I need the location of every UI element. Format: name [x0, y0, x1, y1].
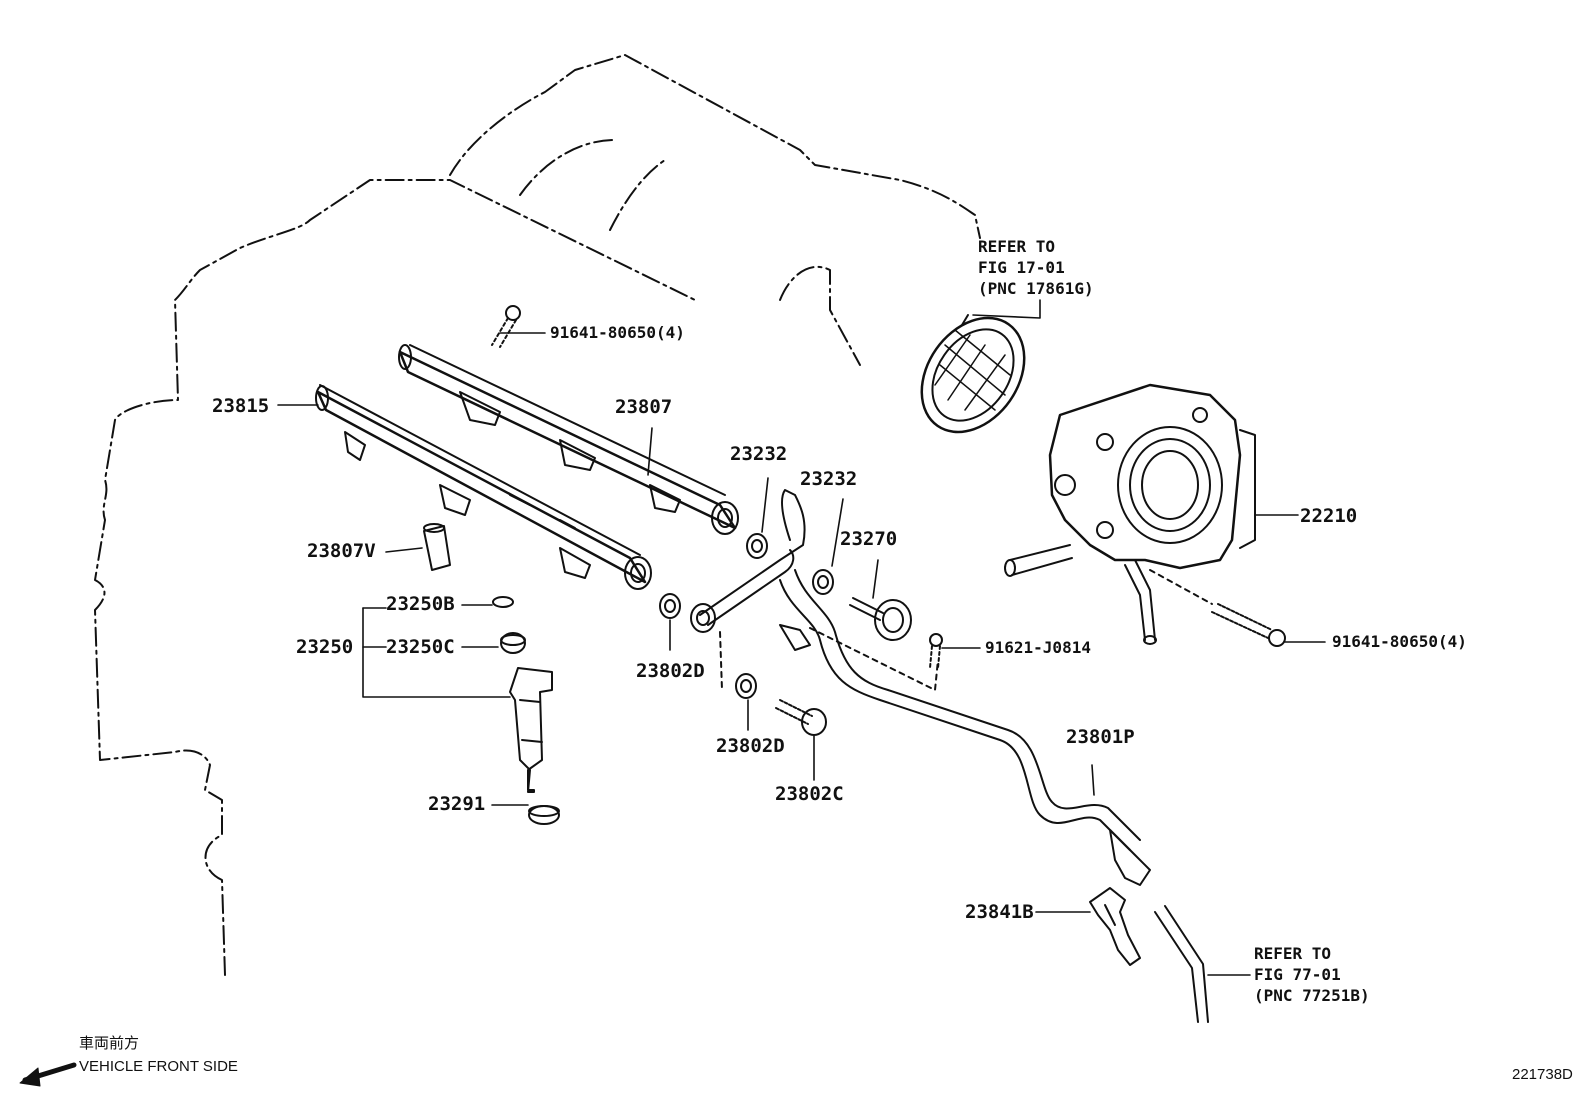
tube-clip-drawing [1089, 887, 1141, 966]
part-label-23802C: 23802C [775, 783, 844, 805]
throttle-body-drawing [1004, 383, 1256, 645]
small-bolt-drawing [929, 633, 943, 669]
part-label-23841B: 23841B [965, 901, 1034, 923]
part-label-23815: 23815 [212, 395, 270, 417]
dashed-leader-2 [809, 627, 939, 691]
engine-outline [94, 179, 696, 976]
part-label-23802D-a: 23802D [636, 660, 705, 682]
gasket-23232-b [812, 569, 834, 595]
crossover-pipe-drawing [690, 489, 806, 633]
diagram-code: 221738D [1512, 1066, 1573, 1083]
pulsation-damper-drawing [849, 597, 912, 641]
part-label-23250B: 23250B [386, 593, 455, 615]
refer-filter-line2: FIG 17-01 [978, 258, 1065, 277]
gasket-23802D-b [735, 673, 757, 699]
part-label-23270: 23270 [840, 528, 898, 550]
refer-note-filter: REFER TO FIG 17-01 (PNC 17861G) [978, 236, 1094, 299]
dashed-leader-1 [719, 631, 723, 691]
vehicle-front-arrow-icon [19, 1062, 77, 1087]
fuel-hose-drawing [1154, 905, 1209, 1023]
part-label-bolt-top: 91641-80650(4) [550, 323, 685, 342]
part-label-23801P: 23801P [1066, 726, 1135, 748]
runner-right [779, 265, 861, 366]
part-label-23807: 23807 [615, 396, 673, 418]
refer-hose-line2: FIG 77-01 [1254, 965, 1341, 984]
rear-fuel-rail-drawing [398, 344, 739, 535]
part-label-bolt-right: 91641-80650(4) [1332, 632, 1467, 651]
part-label-23291: 23291 [428, 793, 486, 815]
throttle-bolt-drawing [1149, 569, 1286, 647]
gasket-23802D-a [659, 593, 681, 619]
union-bolt-drawing [775, 699, 827, 736]
dashed-leader-3 [1149, 569, 1213, 605]
front-fuel-rail-drawing [315, 384, 652, 590]
refer-filter-line1: REFER TO [978, 237, 1056, 256]
injector-drawing [492, 596, 560, 825]
refer-hose-line1: REFER TO [1254, 944, 1332, 963]
runner-left [519, 139, 616, 196]
refer-hose-line3: (PNC 77251B) [1254, 986, 1370, 1005]
runner-mid [609, 159, 666, 231]
vehicle-front-jp-label: 車両前方 [79, 1035, 140, 1052]
part-label-23807V: 23807V [307, 540, 376, 562]
vehicle-front-label: VEHICLE FRONT SIDE [79, 1058, 238, 1075]
part-label-23250C: 23250C [386, 636, 455, 658]
spacer-drawing [423, 523, 451, 571]
part-label-23232-a: 23232 [730, 443, 788, 465]
gasket-23232-a [746, 533, 768, 559]
leader-lines [277, 299, 1326, 976]
refer-filter-line3: (PNC 17861G) [978, 279, 1094, 298]
part-label-22210: 22210 [1300, 505, 1358, 527]
air-filter-drawing [920, 314, 1026, 434]
part-label-23232-b: 23232 [800, 468, 858, 490]
part-label-23250: 23250 [296, 636, 354, 658]
rail-bolt-drawing [491, 305, 521, 348]
manifold-top-outline [449, 54, 981, 239]
part-label-23802D-b: 23802D [716, 735, 785, 757]
refer-note-hose: REFER TO FIG 77-01 (PNC 77251B) [1254, 943, 1370, 1006]
part-label-bolt-small: 91621-J0814 [985, 638, 1091, 657]
